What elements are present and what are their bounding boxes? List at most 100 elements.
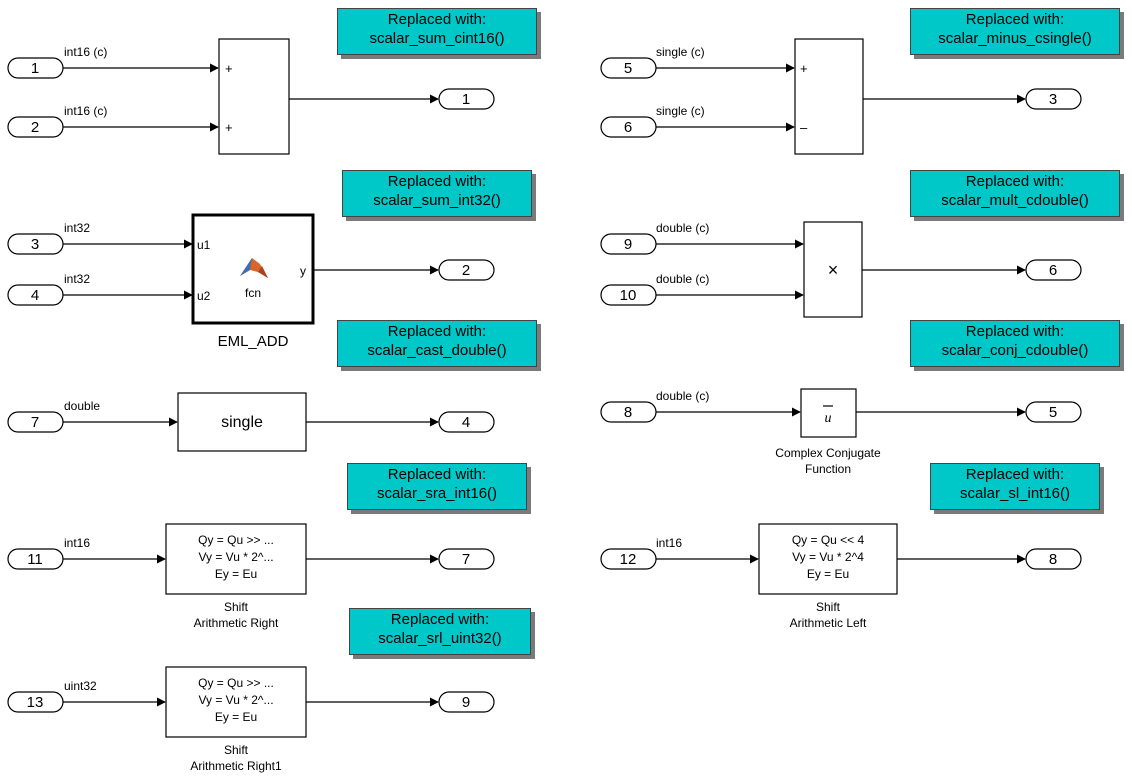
- annotation-function: scalar_sum_int32(): [373, 192, 501, 209]
- data-type-conversion-block[interactable]: single: [177, 392, 307, 452]
- inport-12[interactable]: 12: [600, 548, 657, 570]
- port-number: 9: [624, 236, 632, 253]
- port-number: 2: [31, 119, 39, 136]
- signal-label: int16: [64, 536, 90, 550]
- annotation-conj-cdouble: Replaced with: scalar_conj_cdouble(): [910, 320, 1120, 367]
- inport-3[interactable]: 3: [7, 233, 64, 255]
- port-number: 1: [462, 91, 470, 108]
- annotation-function: scalar_sum_cint16(): [369, 30, 505, 47]
- block-text-line: Ey = Eu: [215, 567, 257, 581]
- inport-7[interactable]: 7: [7, 411, 64, 433]
- signal-label: single (c): [656, 104, 705, 118]
- port-number: 5: [624, 60, 632, 77]
- inport-4[interactable]: 4: [7, 284, 64, 306]
- port-sign: +: [225, 61, 233, 76]
- signal-label: int32: [64, 221, 90, 235]
- signal-label: double (c): [656, 221, 709, 235]
- annotation-mult-cdouble: Replaced with: scalar_mult_cdouble(): [910, 170, 1120, 217]
- annotation-sl-int16: Replaced with: scalar_sl_int16(): [930, 463, 1100, 510]
- inport-8[interactable]: 8: [600, 401, 657, 423]
- block-text-line: Vy = Vu * 2^...: [198, 550, 273, 564]
- annotation-sra-int16: Replaced with: scalar_sra_int16(): [347, 463, 527, 510]
- block-text-line: Qy = Qu << 4: [792, 533, 865, 547]
- outport-2[interactable]: 2: [438, 259, 495, 281]
- signal-label: int32: [64, 272, 90, 286]
- block-name: Shift: [816, 600, 841, 614]
- outport-6[interactable]: 6: [1025, 259, 1082, 281]
- output-port-label: y: [300, 264, 306, 278]
- inport-6[interactable]: 6: [600, 116, 657, 138]
- block-name: Function: [805, 462, 851, 476]
- annotation-function: scalar_minus_csingle(): [938, 30, 1092, 47]
- port-number: 13: [27, 694, 44, 711]
- annotation-function: scalar_conj_cdouble(): [941, 342, 1089, 359]
- inport-5[interactable]: 5: [600, 57, 657, 79]
- outport-7[interactable]: 7: [438, 548, 495, 570]
- annotation-title: Replaced with:: [387, 11, 487, 28]
- outport-8[interactable]: 8: [1025, 548, 1082, 570]
- block-name: Shift: [224, 743, 249, 757]
- annotation-title: Replaced with:: [965, 466, 1065, 483]
- block-name: Arithmetic Right: [194, 616, 279, 630]
- function-body-label: fcn: [245, 286, 261, 300]
- block-name: Shift: [224, 600, 249, 614]
- signal-label: double: [64, 399, 100, 413]
- signal-label: single (c): [656, 45, 705, 59]
- port-number: 4: [31, 287, 39, 304]
- port-number: 11: [27, 551, 43, 568]
- annotation-function: scalar_sra_int16(): [376, 485, 498, 502]
- port-number: 3: [31, 236, 39, 253]
- inport-10[interactable]: 10: [600, 284, 657, 306]
- port-number: 3: [1049, 91, 1057, 108]
- port-number: 9: [462, 694, 470, 711]
- conjugate-symbol: u: [825, 411, 832, 426]
- block-text-line: Ey = Eu: [215, 710, 257, 724]
- port-sign: +: [225, 120, 233, 135]
- block-name: EML_ADD: [218, 333, 289, 350]
- block-name: Complex Conjugate: [775, 446, 881, 460]
- inport-2[interactable]: 2: [7, 116, 64, 138]
- annotation-minus-csingle: Replaced with: scalar_minus_csingle(): [910, 8, 1120, 55]
- eml-add-block[interactable]: u1 u2 y fcn: [191, 213, 315, 325]
- inport-1[interactable]: 1: [7, 57, 64, 79]
- sum-block-csingle[interactable]: + –: [794, 38, 864, 155]
- product-block[interactable]: ×: [803, 221, 863, 318]
- annotation-title: Replaced with:: [965, 11, 1065, 28]
- port-sign: +: [800, 61, 808, 76]
- signal-label: int16 (c): [64, 104, 107, 118]
- annotation-function: scalar_sl_int16(): [959, 485, 1071, 502]
- complex-conjugate-block[interactable]: u: [800, 388, 857, 438]
- shift-arithmetic-right-block[interactable]: Qy = Qu >> ... Vy = Vu * 2^... Ey = Eu: [165, 523, 307, 595]
- port-number: 4: [462, 414, 470, 431]
- port-number: 6: [1049, 262, 1057, 279]
- annotation-title: Replaced with:: [387, 466, 487, 483]
- port-number: 1: [31, 60, 39, 77]
- outport-4[interactable]: 4: [438, 411, 495, 433]
- block-text-line: Vy = Vu * 2^4: [792, 550, 864, 564]
- annotation-title: Replaced with:: [965, 323, 1065, 340]
- block-text-line: Ey = Eu: [807, 567, 849, 581]
- port-number: 10: [620, 287, 637, 304]
- outport-1[interactable]: 1: [438, 88, 495, 110]
- outport-5[interactable]: 5: [1025, 401, 1082, 423]
- annotation-title: Replaced with:: [387, 173, 487, 190]
- annotation-function: scalar_mult_cdouble(): [941, 192, 1089, 209]
- inport-9[interactable]: 9: [600, 233, 657, 255]
- shift-arithmetic-left-block[interactable]: Qy = Qu << 4 Vy = Vu * 2^4 Ey = Eu: [758, 523, 898, 595]
- outport-3[interactable]: 3: [1025, 88, 1082, 110]
- signal-label: int16: [656, 536, 682, 550]
- signal-label: int16 (c): [64, 45, 107, 59]
- port-number: 12: [620, 551, 637, 568]
- outport-9[interactable]: 9: [438, 691, 495, 713]
- inport-13[interactable]: 13: [7, 691, 64, 713]
- annotation-function: scalar_srl_uint32(): [378, 630, 502, 647]
- inport-11[interactable]: 11: [7, 548, 64, 570]
- signal-label: double (c): [656, 389, 709, 403]
- shift-arithmetic-right1-block[interactable]: Qy = Qu >> ... Vy = Vu * 2^... Ey = Eu: [165, 666, 307, 738]
- annotation-srl-uint32: Replaced with: scalar_srl_uint32(): [349, 608, 531, 655]
- multiply-icon: ×: [828, 260, 839, 280]
- annotation-sum-cint16: Replaced with: scalar_sum_cint16(): [337, 8, 537, 55]
- sum-block-cint16[interactable]: + +: [218, 38, 290, 155]
- annotation-title: Replaced with:: [390, 611, 490, 628]
